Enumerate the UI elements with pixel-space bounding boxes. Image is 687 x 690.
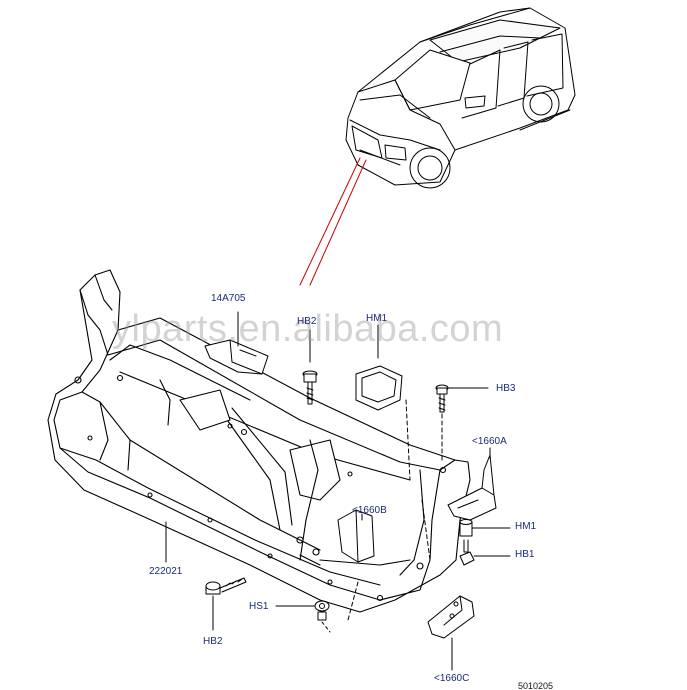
bracket-1660a xyxy=(447,447,497,521)
label-hm1: HM1 xyxy=(515,521,537,532)
watermark: ylparts.en.alibaba.com xyxy=(112,308,504,350)
bolt-hb1 xyxy=(459,539,511,566)
label-14a705: 14A705 xyxy=(211,293,246,304)
label-1660c: <1660C xyxy=(434,673,470,684)
label-1660a: <1660A xyxy=(472,436,507,447)
bracket-1660c xyxy=(427,595,475,671)
nut-hm1 xyxy=(459,519,511,537)
seal-hm1-top xyxy=(355,324,411,481)
label-1660b: <1660B xyxy=(352,505,387,516)
bracket-1660b xyxy=(337,509,375,563)
bolt-hb3 xyxy=(435,384,489,461)
label-hb2-bottom: HB2 xyxy=(203,636,223,647)
diagram-reference-number: 5010205 xyxy=(518,681,554,690)
vehicle-illustration xyxy=(345,7,576,189)
front-end-carrier-frame xyxy=(47,269,471,613)
leader-lines xyxy=(299,157,367,286)
label-hb3: HB3 xyxy=(496,383,516,394)
bolt-hb2-top xyxy=(302,329,318,405)
label-222021: 222021 xyxy=(149,566,183,577)
bolt-hb2-bottom xyxy=(205,577,247,631)
stud-hs1 xyxy=(275,600,331,633)
bracket-14a705 xyxy=(204,311,269,375)
label-hb2-top: HB2 xyxy=(297,316,317,327)
label-hs1: HS1 xyxy=(249,601,269,612)
dashed-guides xyxy=(347,499,431,621)
label-hm1-top: HM1 xyxy=(366,313,388,324)
label-hb1: HB1 xyxy=(515,549,535,560)
